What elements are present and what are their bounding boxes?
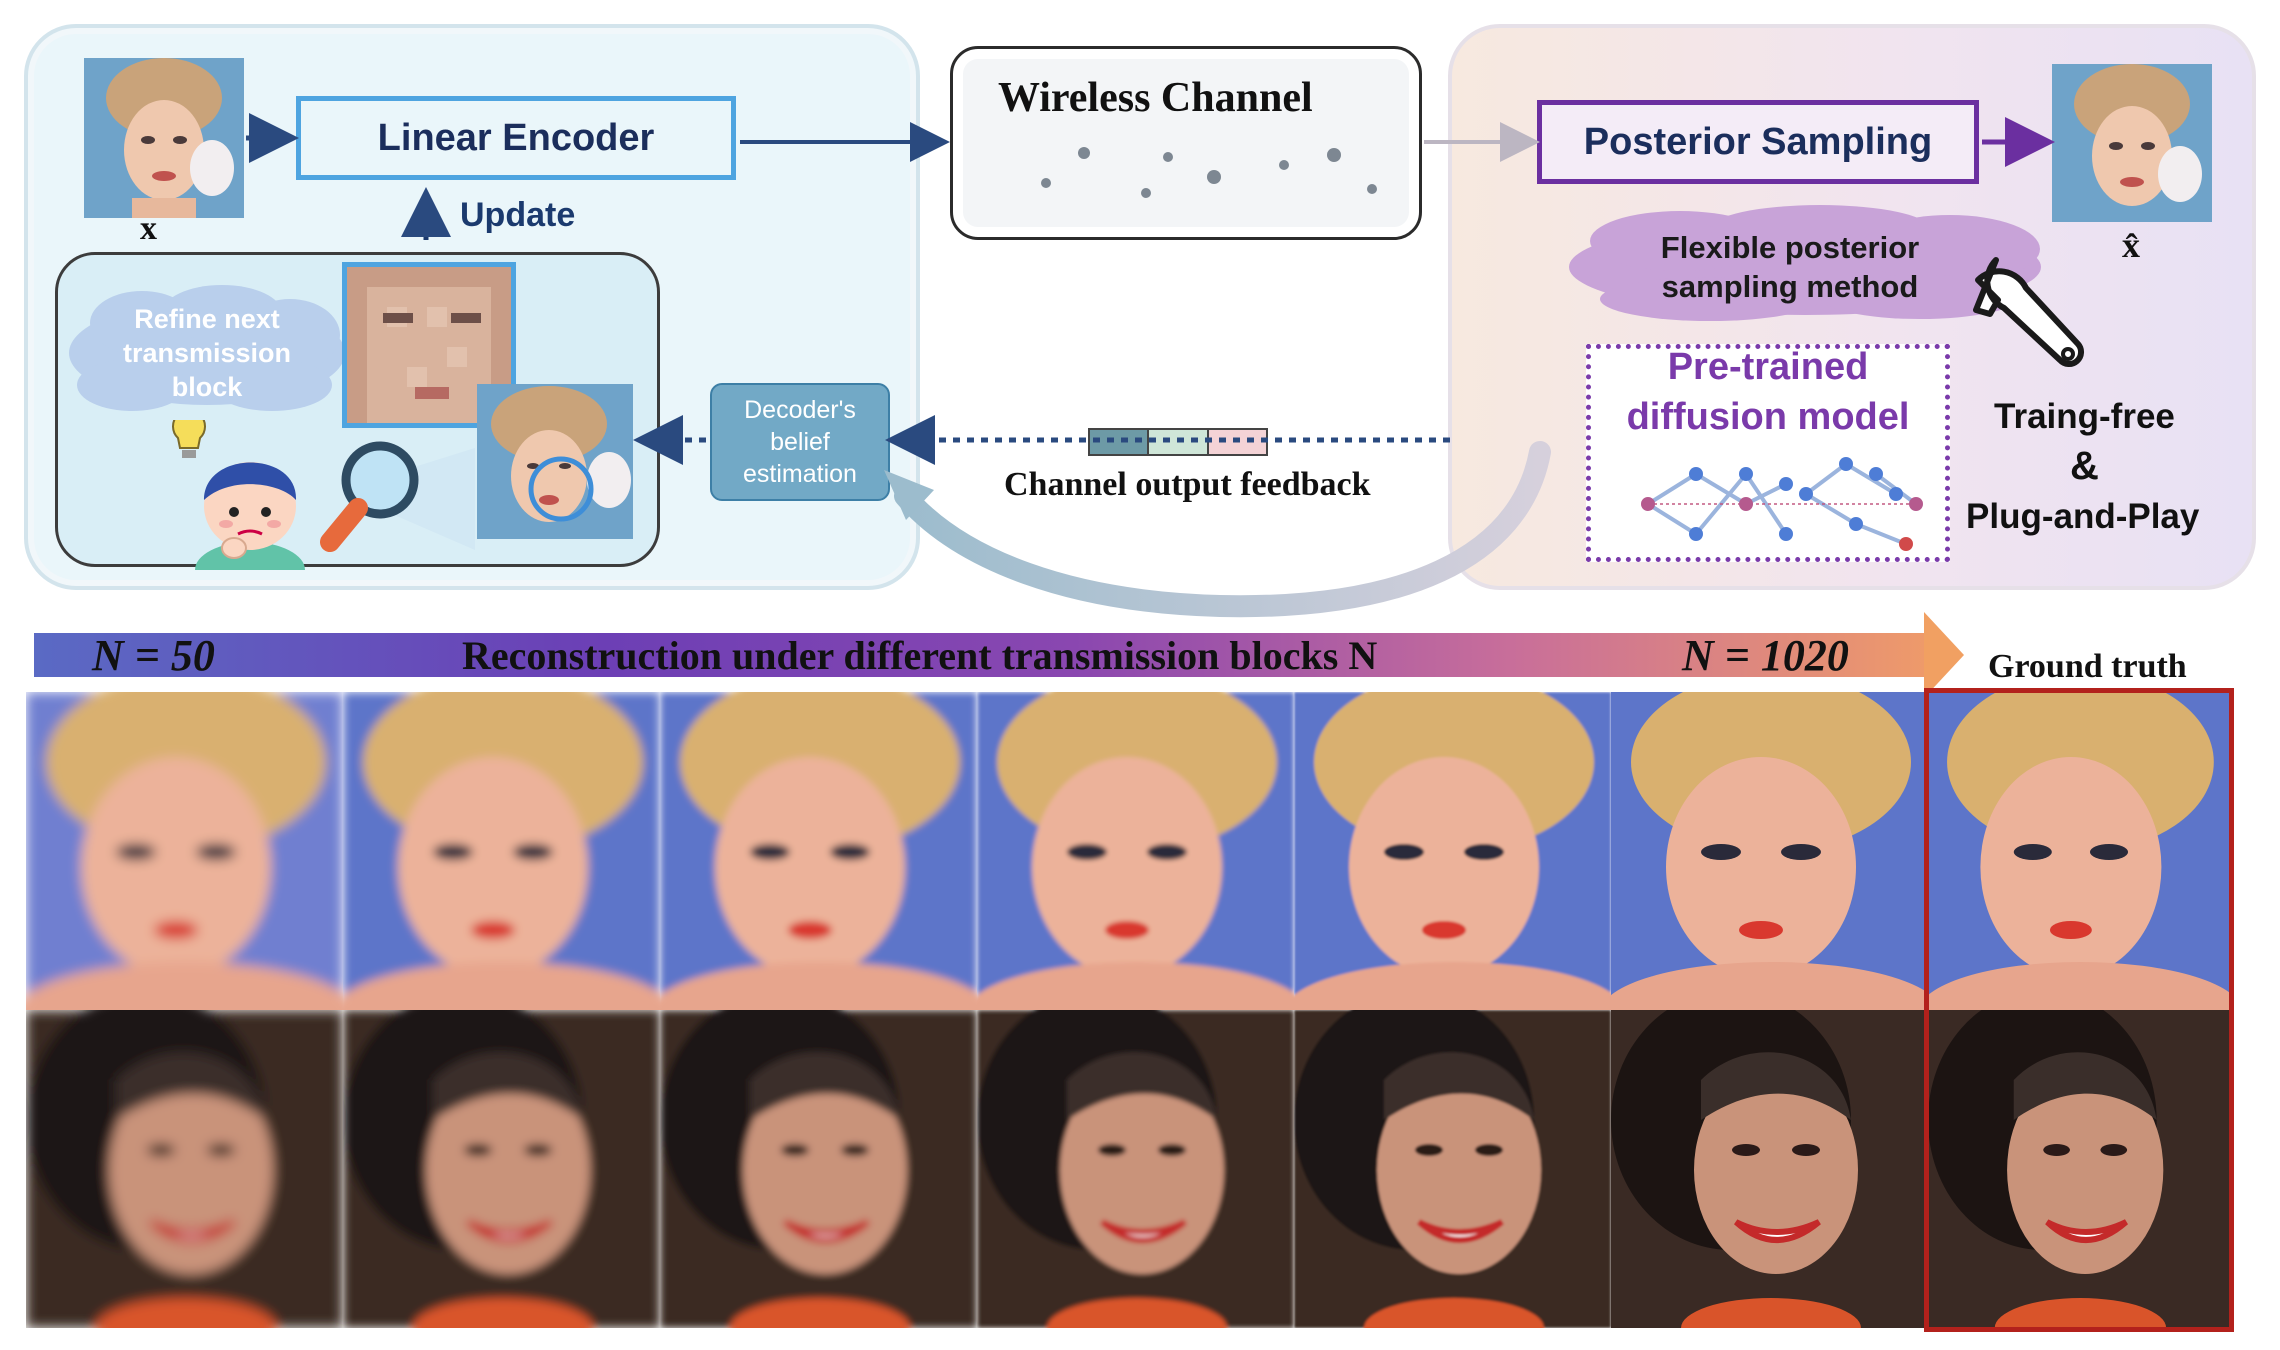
ampersand-label: &: [2070, 444, 2099, 488]
neural-network-graph: [1641, 457, 1923, 551]
progress-arrow-head: [1924, 612, 1964, 698]
feedback-curve-head: [884, 470, 934, 520]
training-free-label: Traing-free: [1994, 397, 2175, 436]
feedback-symbol-block: [1088, 428, 1268, 456]
pretrained-model-label: Pre-trained diffusion model: [1626, 346, 1910, 438]
results-caption: Reconstruction under different transmiss…: [462, 633, 1378, 678]
feedback-label: Channel output feedback: [1004, 466, 1371, 503]
reconstruction-image-row2-col5: [1294, 1010, 1611, 1328]
reconstruction-image-row2-col1: [26, 1010, 343, 1328]
decoder-belief-estimation-box: Decoder's belief estimation: [710, 383, 890, 501]
plug-and-play-label: Plug-and-Play: [1966, 497, 2200, 536]
reconstruction-image-row1-col4: [977, 692, 1294, 1010]
flexible-sampling-text: Flexible posterior sampling method: [1660, 230, 1920, 304]
posterior-sampling-box: Posterior Sampling: [1537, 100, 1979, 184]
decoder-feedback-curve: [894, 441, 1551, 618]
reconstruction-image-row2-col2: [343, 1010, 660, 1328]
ground-truth-image-row1-col7: [1928, 692, 2230, 1010]
reconstruction-image-row2-col6: [1611, 1010, 1928, 1328]
output-label: x̂: [2122, 225, 2140, 265]
pretrained-model-box: [1586, 344, 1950, 562]
flexible-sampling-cloud: [1560, 205, 2050, 323]
input-face-photo: [84, 58, 244, 218]
reconstruction-image-row1-col3: [660, 692, 977, 1010]
update-label: Update: [460, 196, 576, 234]
ground-truth-label: Ground truth: [1988, 648, 2187, 685]
n-end-label: N = 1020: [1682, 631, 1849, 680]
magnifier-icon: [310, 430, 510, 570]
input-label: x: [140, 210, 157, 247]
output-face-photo: [2052, 64, 2212, 222]
ground-truth-frame: [1924, 688, 2234, 1332]
reconstruction-image-row1-col6: [1611, 692, 1928, 1010]
refine-cloud: [62, 285, 352, 415]
reconstruction-image-row2-col3: [660, 1010, 977, 1328]
refine-cloud-text: Refine next transmission block: [122, 304, 292, 402]
n-start-label: N = 50: [92, 631, 215, 680]
wireless-channel-panel: [950, 46, 1422, 240]
reconstruction-image-row1-col5: [1294, 692, 1611, 1010]
diagram-arrows: [246, 113, 2055, 618]
target-face-photo: [477, 384, 633, 539]
reconstruction-image-row2-col4: [977, 1010, 1294, 1328]
pixelated-face-crop: [342, 262, 516, 428]
ground-truth-image-row2-col7: [1928, 1010, 2230, 1328]
channel-noise-dots: [1041, 147, 1377, 198]
wrench-icon: [1970, 250, 2110, 380]
reconstruction-image-row1-col2: [343, 692, 660, 1010]
wireless-channel-title: Wireless Channel: [998, 75, 1313, 121]
transmission-progress-bar: [34, 633, 1926, 677]
reconstruction-image-row1-col1: [26, 692, 343, 1010]
